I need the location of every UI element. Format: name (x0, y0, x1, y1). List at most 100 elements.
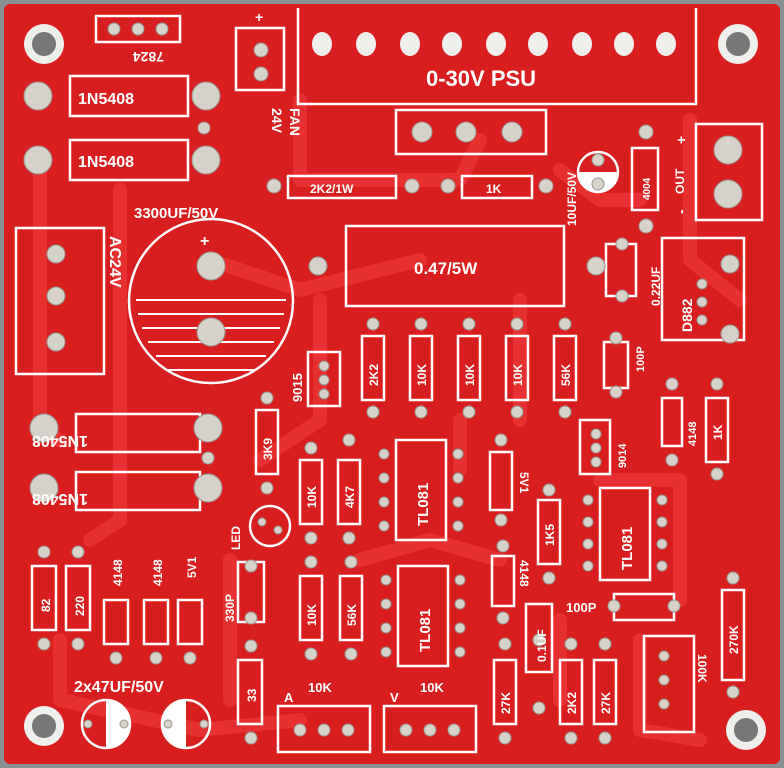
d-4148-c-label: 4148 (151, 559, 165, 586)
heatsink-holes (312, 32, 676, 56)
resistor-2k2-b-outline (558, 658, 584, 726)
ic-2-label: TL081 (417, 609, 434, 652)
resistor-27k-a-outline (492, 658, 518, 726)
reg-label: 7824 (133, 49, 164, 65)
cap-330p-label: 330P (223, 594, 237, 622)
cap-022-label: 0.22UF (649, 267, 663, 306)
diode-2-label: 1N5408 (78, 154, 134, 171)
resistor-10k-a-outline (408, 334, 434, 402)
resistor-1k5-outline (536, 498, 562, 566)
diode-4004-outline (630, 146, 660, 212)
resistor-270k-outline (720, 588, 746, 682)
mounting-holes (24, 24, 766, 750)
cap-100p-b-label: 100P (566, 600, 597, 615)
zener-5v1-b-outline (176, 598, 204, 646)
cap-47uf-b-stripe (162, 700, 186, 748)
resistor-10k-d-outline (298, 458, 324, 526)
resistor-1k-top-outline (460, 174, 534, 200)
diode-1-label: 1N5408 (78, 91, 134, 108)
mount-hole (726, 32, 750, 56)
led-outline (248, 504, 292, 548)
transistor-9015-outline (306, 350, 342, 408)
d-4148-d-label: 4148 (517, 560, 531, 587)
r-27k-a-label: 27K (499, 692, 513, 714)
r-4k7-label: 4K7 (343, 486, 357, 508)
ic-2-outline (396, 564, 450, 668)
cap-100p-a-label: 100P (635, 346, 647, 372)
output-connector-outline (694, 122, 764, 222)
silkscreen-labels: 0-30V PSU 7824 + FAN 24V 1N5408 1N5408 1… (32, 9, 741, 714)
out-plus-label: + (673, 136, 689, 144)
trimmer-100k-outline (642, 634, 696, 734)
resistor-4k7-outline (336, 458, 362, 526)
diode-4-label: 1N5408 (32, 490, 88, 507)
resistor-33-outline (236, 658, 264, 726)
r-56k-b-label: 56K (345, 604, 359, 626)
fan-volt-label: 24V (269, 108, 285, 134)
pot-a-label: 10K (308, 680, 332, 695)
r-10k-a-label: 10K (415, 364, 429, 386)
pot-a-letter: A (284, 690, 294, 705)
d-4148-a-label: 4148 (687, 422, 699, 446)
r-220-label: 220 (73, 596, 87, 616)
diode-4004-label: 4004 (642, 177, 653, 200)
diode-4148-d-outline (490, 554, 516, 608)
r-100k-label: 100K (695, 654, 709, 683)
mount-hole (734, 718, 758, 742)
diode-3-label: 1N5408 (32, 432, 88, 449)
led-label: LED (229, 526, 243, 550)
transistor-d882-outline (660, 236, 746, 342)
transistor-9014-outline (578, 418, 612, 476)
out-minus-label: - (673, 209, 689, 214)
r-2k2-b-label: 2K2 (565, 692, 579, 714)
diode-1-outline (68, 74, 190, 118)
fan-connector-outline (234, 26, 286, 92)
title-label: 0-30V PSU (426, 66, 536, 91)
r-270k-label: 270K (727, 625, 741, 654)
pot-a-outline (276, 704, 372, 754)
resistor-1k-b-outline (704, 396, 730, 464)
header-3pin-outline (394, 108, 548, 156)
d-4148-b-label: 4148 (111, 559, 125, 586)
big-capacitor-outline (127, 217, 295, 385)
pot-v-letter: V (390, 690, 399, 705)
mount-hole (32, 32, 56, 56)
r-33-label: 33 (245, 688, 259, 702)
cap-big-plus: + (200, 233, 209, 250)
z-5v1-a-label: 5V1 (517, 472, 531, 494)
zener-5v1-a-outline (488, 450, 514, 512)
ac-connector-outline (14, 226, 106, 376)
ic-1-label: TL081 (415, 483, 432, 526)
resistor-2k2-outline (360, 334, 386, 402)
r-56k-a-label: 56K (559, 364, 573, 386)
diode-4148-a-outline (660, 396, 684, 448)
resistor-56k-b-outline (338, 574, 364, 642)
resistor-10k-c-outline (504, 334, 530, 402)
r-10k-c-label: 10K (511, 364, 525, 386)
pot-v-outline (382, 704, 478, 754)
r-1k-b-label: 1K (711, 424, 725, 440)
diode-2-outline (68, 138, 190, 182)
cap-47uf-a-stripe (106, 700, 130, 748)
r-1k-top-label: 1K (486, 182, 502, 196)
heatsink-outline (296, 8, 698, 106)
reg-7824-outline (94, 14, 182, 44)
r-10k-e-label: 10K (305, 604, 319, 626)
out-label: OUT (673, 168, 687, 194)
resistor-27k-b-outline (592, 658, 618, 726)
resistor-10k-b-outline (456, 334, 482, 402)
shunt-resistor-outline (344, 224, 566, 308)
solder-pads (23, 22, 743, 745)
r-82-label: 82 (39, 598, 53, 612)
r-2k2-label: 2K2 (367, 364, 381, 386)
ic-1-outline (394, 438, 448, 542)
resistor-82-outline (30, 564, 58, 632)
diode-4148-c-outline (142, 598, 170, 646)
pot-v-label: 10K (420, 680, 444, 695)
cap-10uf-label: 10UF/50V (565, 172, 579, 226)
r-1k5-label: 1K5 (543, 524, 557, 546)
cap-big-label: 3300UF/50V (134, 205, 218, 222)
resistor-10k-e-outline (298, 574, 324, 642)
r-27k-b-label: 27K (599, 692, 613, 714)
